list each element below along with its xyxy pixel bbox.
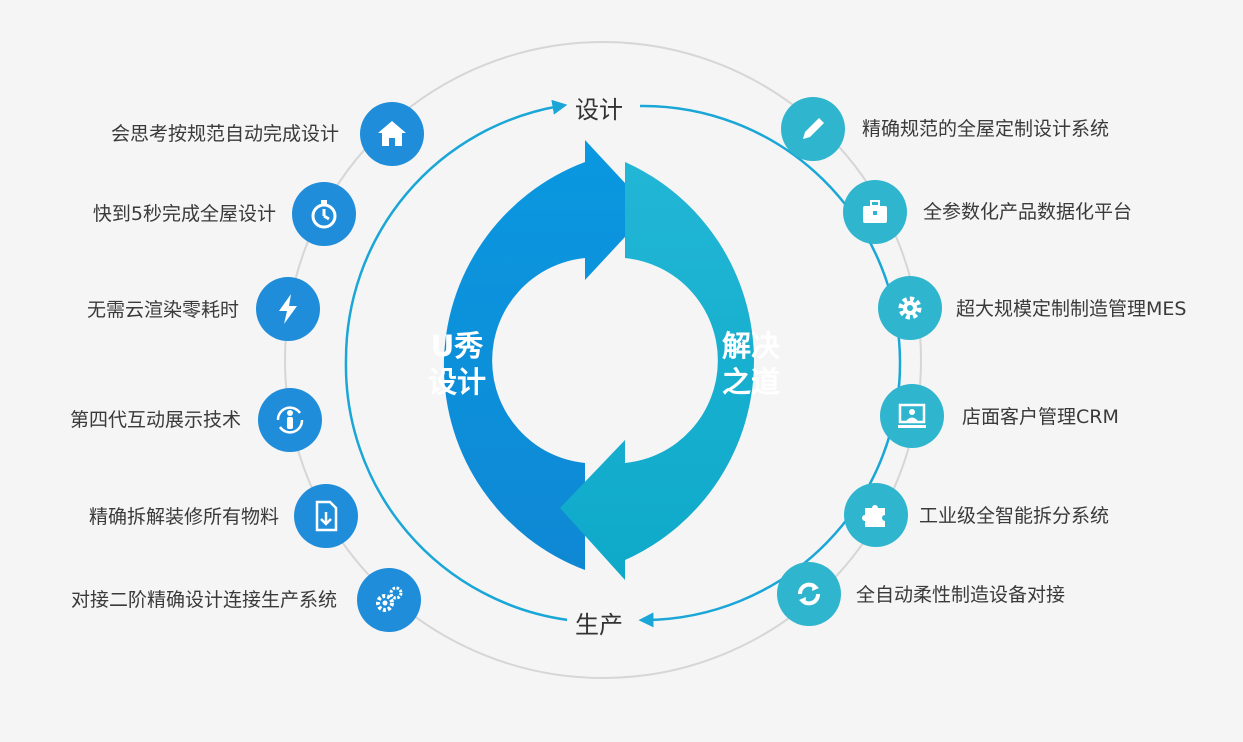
right-feature-4: 店面客户管理CRM [962,406,1119,428]
refresh-icon [777,562,841,626]
stopwatch-icon [292,182,356,246]
center-right-line2: 之道 [721,365,780,399]
document-download-icon [294,484,358,548]
center-right-text: 解决 之道 [706,328,796,400]
toolbox-icon [843,180,907,244]
left-feature-5: 精确拆解装修所有物料 [88,506,279,528]
center-left-text: U秀 设计 [412,328,502,400]
home-icon [360,102,424,166]
cycle-top-label: 设计 [567,90,631,125]
left-feature-3: 无需云渲染零耗时 [86,299,239,321]
left-feature-6: 对接二阶精确设计连接生产系统 [70,589,337,611]
lightning-icon [256,277,320,341]
monitor-user-icon [880,384,944,448]
right-feature-6: 全自动柔性制造设备对接 [856,584,1066,606]
left-feature-2: 快到5秒完成全屋设计 [92,203,276,225]
right-big-arrow [560,162,754,580]
left-feature-4: 第四代互动展示技术 [69,409,241,431]
center-left-line2: 设计 [427,365,486,399]
right-feature-5: 工业级全智能拆分系统 [919,505,1110,527]
right-feature-3: 超大规模定制制造管理MES [956,298,1187,320]
gear-icon [878,276,942,340]
person-rotate-icon [258,388,322,452]
cycle-arc-right [638,104,902,628]
center-left-line1: U秀 [430,329,484,363]
center-right-line1: 解决 [721,329,780,363]
right-feature-1: 精确规范的全屋定制设计系统 [862,118,1110,140]
gears-icon [357,568,421,632]
cycle-arc-bottom [344,359,569,622]
left-big-arrow [443,140,650,570]
cycle-arc-top [344,99,568,361]
left-feature-1: 会思考按规范自动完成设计 [110,123,339,145]
cycle-bottom-label: 生产 [567,605,631,640]
puzzle-icon [844,483,908,547]
pencil-icon [781,97,845,161]
outer-ring [284,41,922,679]
right-feature-2: 全参数化产品数据化平台 [923,201,1133,223]
